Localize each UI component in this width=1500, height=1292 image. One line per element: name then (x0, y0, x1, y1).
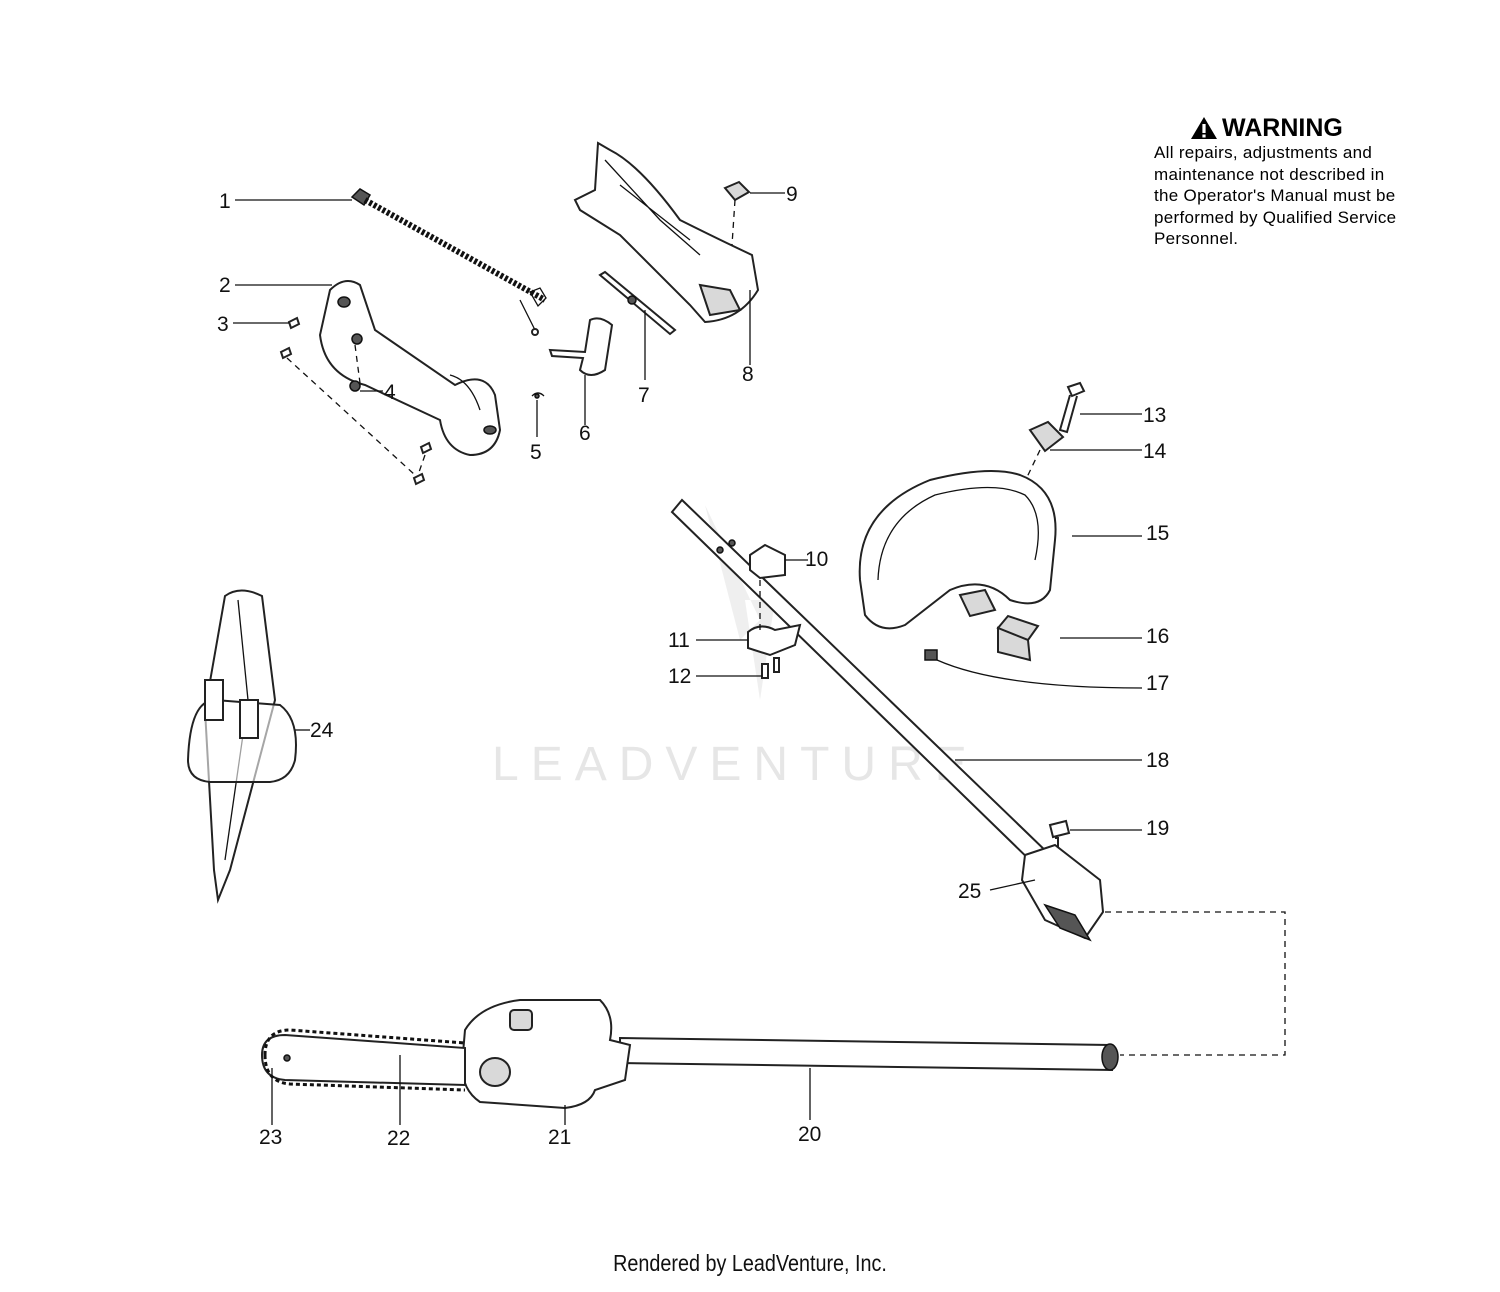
callout-24: 24 (310, 719, 334, 742)
part-9-switch (723, 180, 751, 246)
warning-line: Personnel. (1154, 229, 1239, 249)
callout-9: 9 (786, 183, 798, 206)
connector-dashed (1105, 911, 1286, 1056)
callout-4: 4 (384, 381, 396, 404)
callout-21: 21 (548, 1126, 571, 1149)
part-24-shoulder-strap (186, 589, 297, 904)
warning-line: maintenance not described in (1154, 164, 1385, 184)
callout-1: 1 (219, 190, 231, 213)
part-21-gearbox (460, 999, 632, 1110)
callout-5: 5 (530, 441, 542, 464)
warning-line: the Operator's Manual must be (1154, 186, 1396, 206)
warning-triangle-icon (1191, 117, 1217, 139)
part-19-25-coupler (1020, 819, 1105, 942)
part-5-clip (531, 392, 545, 399)
warning-title: WARNING (1190, 114, 1454, 142)
part-6-trigger (548, 317, 614, 376)
part-2-rear-handle (318, 280, 502, 457)
part-16-pad (996, 614, 1040, 662)
callout-6: 6 (579, 422, 591, 445)
callout-20: 20 (798, 1123, 821, 1146)
part-17-nut (924, 649, 938, 661)
part-15-loop-handle (858, 470, 1057, 630)
warning-title-text: WARNING (1222, 114, 1343, 142)
callout-10: 10 (805, 548, 828, 571)
part-20-lower-shaft (619, 1036, 1119, 1072)
warning-line: performed by Qualified Service (1154, 207, 1397, 227)
callout-numbers: 1 2 3 4 5 6 7 8 9 10 11 12 13 14 15 16 1… (217, 183, 1169, 1150)
callout-11: 11 (668, 629, 690, 652)
part-10-11-12-hanger (747, 543, 802, 679)
part-1-throttle-cable (350, 188, 547, 336)
part-22-23-bar-chain (260, 1028, 466, 1092)
part-13-14-bolt-clamp (984, 381, 1086, 566)
callout-22: 22 (387, 1127, 410, 1150)
callout-15: 15 (1146, 522, 1169, 545)
callout-18: 18 (1146, 749, 1169, 772)
callout-12: 12 (668, 665, 691, 688)
leader-lines (233, 192, 1143, 1125)
part-8-handle-half (573, 141, 760, 324)
warning-notice: WARNING All repairs, adjustments and mai… (1154, 114, 1454, 250)
footer-credit: Rendered by LeadVenture, Inc. (613, 1250, 887, 1276)
callout-13: 13 (1143, 404, 1166, 427)
callout-14: 14 (1143, 440, 1167, 463)
warning-body: All repairs, adjustments and maintenance… (1154, 142, 1454, 250)
callout-16: 16 (1146, 625, 1169, 648)
callout-8: 8 (742, 363, 754, 386)
callout-23: 23 (259, 1126, 282, 1149)
callout-7: 7 (638, 384, 650, 407)
warning-line: All repairs, adjustments and (1154, 143, 1373, 162)
callout-25: 25 (958, 880, 981, 903)
callout-19: 19 (1146, 817, 1169, 840)
watermark-text: LEADVENTURE (492, 738, 979, 791)
part-7-lever (598, 270, 677, 336)
callout-2: 2 (219, 274, 231, 297)
callout-3: 3 (217, 313, 229, 336)
callout-17: 17 (1146, 672, 1169, 695)
part-3-4-screws (279, 316, 433, 486)
